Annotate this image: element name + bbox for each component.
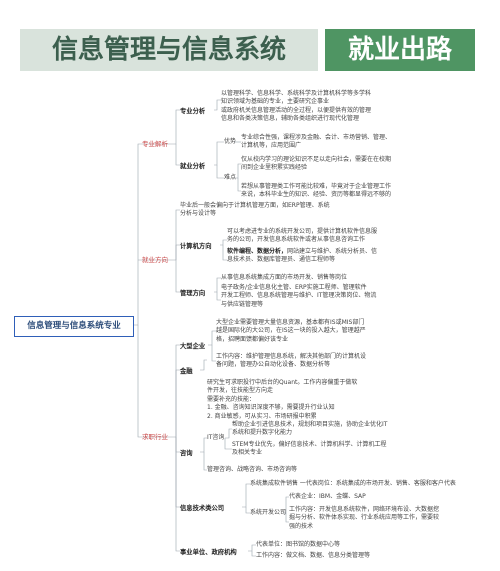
title-banner: 信息管理与信息系统 就业出路 (20, 29, 485, 71)
text-enterprise-info: 大型企业需要管理大量信息资源，基本都有IS或MIS部门越是国际化的大公司，在IS… (216, 319, 366, 343)
category-zhuanye-jiexi: 专业解析 (142, 140, 168, 148)
category-qiuzhi-hangye: 求职行业 (142, 433, 168, 441)
text-representative-units: 代表单位：图书馆的数据中心等 (256, 541, 341, 548)
label-youshi: 优势 (224, 138, 237, 145)
text-computer-roles: 软件编程、数据分析，网站建立与维护、系统分析员、信 息技术员、数据库管理员、通信… (227, 248, 378, 264)
text-representative-companies: 代表企业：IBM、金蝶、SAP (289, 493, 366, 500)
node-jisuanji-fangxiang: 计算机方向 (180, 243, 212, 250)
label-nandian: 难点 (224, 174, 237, 181)
node-zixun: 咨询 (180, 450, 193, 457)
label-xitong-kaifa: 系统开发公司 (250, 509, 287, 516)
label-it-zixun: IT咨询 (207, 434, 225, 441)
text-consulting-types: 管理咨询、战略咨询、市场咨询等 (207, 466, 298, 473)
node-zhuanye-fenxi: 专业分析 (180, 108, 206, 115)
text-management-sales: 从事信息系统集成方面的市场开发、销售等岗位 (221, 274, 348, 281)
node-daxing-qiye: 大型企业 (180, 343, 206, 350)
text-stem: STEM专业优先，偏好信息技术、计算机科学、计算机工程及相关专业 (232, 441, 387, 457)
category-jiuye-fangxiang: 就业方向 (142, 256, 168, 264)
text-finance: 研究生可求职投行中后台的Quant。工作内容偏重于做软件开发，往技能型方向走需要… (207, 379, 358, 420)
node-guanli-fangxiang: 管理方向 (180, 290, 206, 297)
node-jiuye-fenxi: 就业分析 (180, 163, 206, 170)
text-direction-intro: 毕业后一般会偏向于计算机管理方面，如ERP管理、系统分析与设计等 (180, 202, 330, 218)
text-dev-work: 工作内容：开发信息系统软件，网络环境布设、大数据挖掘与分析、软件体系实现、行业系… (289, 506, 440, 530)
title-sub: 就业出路 (325, 29, 475, 71)
root-node: 信息管理与信息系统专业 (14, 316, 134, 337)
node-jinrong: 金融 (180, 368, 193, 375)
text-management-roles: 电子政务/企业信息化主管、ERP实施工程师、管理软件开发工程师、信息系统管理与维… (221, 284, 377, 308)
text-difficulty-2: 若想从事管理类工作可能比较难，毕竟对于企业管理工作来说，本科毕业生的知识、经验、… (241, 183, 392, 199)
title-main: 信息管理与信息系统 (20, 29, 318, 71)
text-enterprise-work: 工作内容：维护管理信息系统，解决其他部门的计算机设备问题，管理办公自动化设备、数… (216, 353, 367, 369)
text-gov-work: 工作内容：做文档、数据、信息分类管理等 (256, 552, 371, 559)
text-major-desc: 以管理科学、信息科学、系统科学及计算机科学等多学科知识领域为基础的专业，主要研究… (221, 90, 372, 123)
text-computer-companies: 可以考虑进专业的系统开发公司，提供计算机软件信息服务的公司，开发信息系统软件或者… (227, 228, 378, 244)
text-advantages: 专业综合性强，课程涉及金融、会计、市场营销、管理、计算机等，应用范围广 (241, 134, 392, 150)
node-shiye-danwei: 事业单位、政府机构 (180, 549, 237, 556)
text-difficulty-1: 仅从校内学习的理论知识不足以走向社会，需要在在校期间到企业里积累实践经验 (241, 156, 392, 172)
text-system-sales: 系统集成软件销售 一代表岗位：系统集成的市场开发、销售、客服和客户代表 (250, 480, 456, 487)
node-xinxi-jishu-gongsi: 信息技术类公司 (180, 505, 225, 512)
